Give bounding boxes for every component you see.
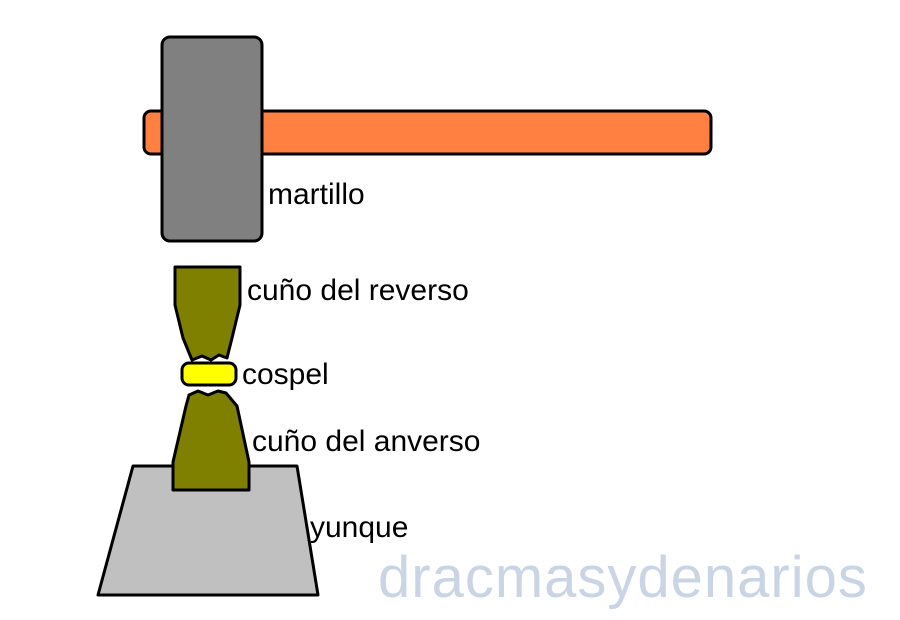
label-obverse-die: cuño del anverso <box>252 425 481 458</box>
reverse-die <box>173 265 242 362</box>
label-reverse-die: cuño del reverso <box>247 274 469 307</box>
label-hammer: martillo <box>268 178 365 211</box>
label-blank: cospel <box>242 358 329 391</box>
hammer-handle <box>142 109 713 156</box>
hammer-head <box>160 35 264 243</box>
blank-coin <box>180 361 238 387</box>
watermark: dracmasydenarios <box>378 545 868 610</box>
label-anvil: yunque <box>310 511 408 544</box>
obverse-die <box>171 389 251 492</box>
